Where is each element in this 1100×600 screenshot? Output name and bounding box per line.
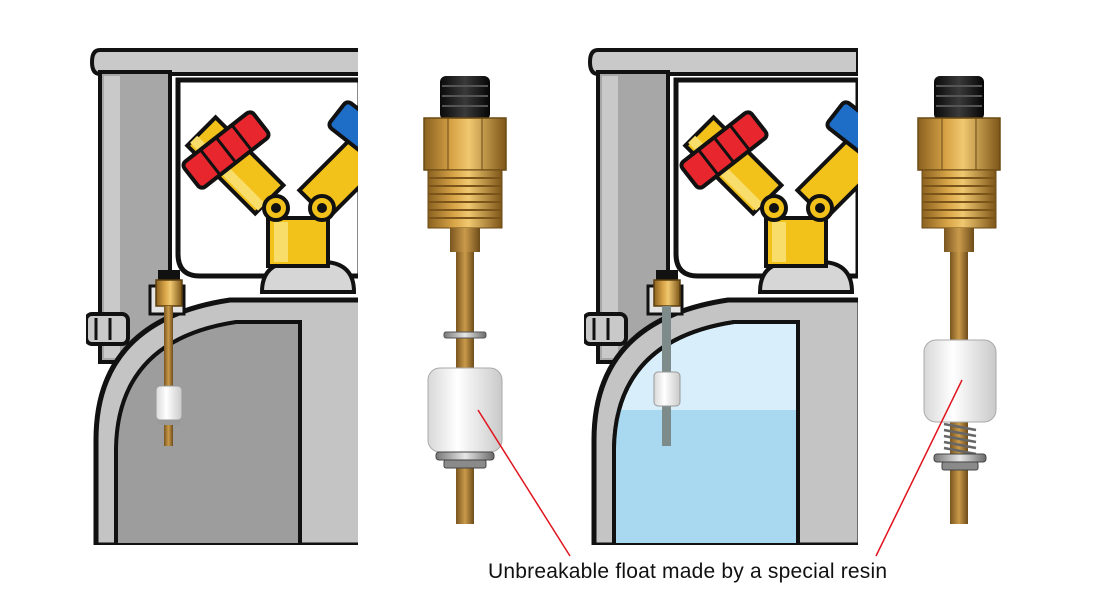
tank-filled-panel (584, 50, 858, 545)
float-switch-large-low (423, 76, 507, 524)
leader-line-right (875, 379, 963, 557)
mini-float-switch (155, 270, 183, 446)
leader-line-left (477, 409, 571, 557)
float-caption: Unbreakable float made by a special resi… (488, 560, 888, 583)
float-switch-large-high (917, 76, 1001, 524)
tank-empty-panel (86, 50, 358, 545)
